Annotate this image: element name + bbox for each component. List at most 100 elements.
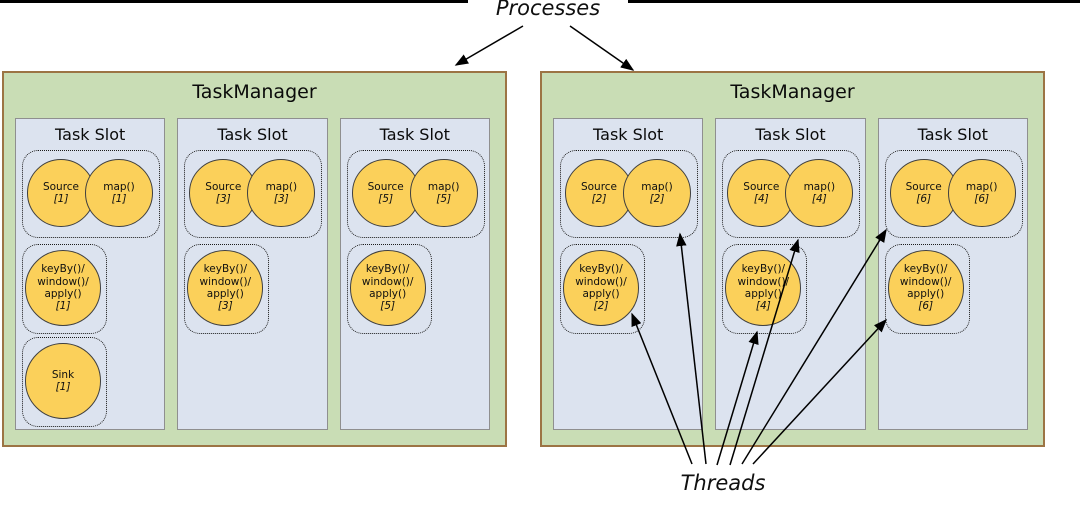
- threads-label: Threads: [680, 471, 766, 495]
- task-label: Source: [205, 180, 242, 193]
- task-slot-title: Task Slot: [755, 125, 826, 144]
- task-parallel-index: [1]: [55, 300, 71, 313]
- task-label: apply(): [582, 288, 620, 300]
- task-parallel-index: [6]: [918, 300, 934, 313]
- task-label: Source: [42, 180, 80, 193]
- processes-label: Processes: [468, 0, 628, 20]
- keyby-window-apply-task-circle: keyBy()/ window()/ apply() [1]: [25, 250, 101, 326]
- task-label: window()/: [899, 275, 952, 288]
- taskmanager-right: TaskManager Task Slot Source [2] map() […: [540, 71, 1045, 447]
- sink-task-circle: Sink [1]: [25, 343, 101, 419]
- source-map-group: Source [5] map() [5]: [346, 150, 485, 238]
- taskmanager-left: TaskManager Task Slot Source [1] map() […: [2, 71, 507, 447]
- task-label: keyBy()/: [365, 263, 410, 276]
- keyby-group: keyBy()/ window()/ apply() [5]: [346, 244, 432, 334]
- source-map-group: Source [6] map() [6]: [884, 150, 1023, 238]
- task-label: map(): [803, 180, 836, 193]
- processes-arrow-left: [454, 25, 524, 66]
- task-label: window()/: [361, 275, 414, 288]
- task-parallel-index: [4]: [811, 193, 827, 205]
- task-label: map(): [641, 180, 673, 193]
- task-slot: Task Slot Source [6] map() [6] keyBy()/ …: [877, 118, 1028, 430]
- task-parallel-index: [3]: [217, 300, 233, 313]
- task-parallel-index: [3]: [273, 193, 289, 205]
- source-map-group: Source [4] map() [4]: [722, 150, 861, 238]
- task-label: apply(): [44, 288, 82, 300]
- task-parallel-index: [5]: [436, 193, 452, 205]
- keyby-group: keyBy()/ window()/ apply() [6]: [884, 244, 970, 334]
- task-slot-title: Task Slot: [217, 125, 288, 144]
- task-label: keyBy()/: [41, 263, 85, 276]
- task-parallel-index: [4]: [753, 193, 769, 205]
- task-label: window()/: [199, 275, 252, 288]
- task-label: window()/: [575, 275, 627, 288]
- keyby-window-apply-task-circle: keyBy()/ window()/ apply() [2]: [563, 250, 639, 326]
- task-parallel-index: [4]: [755, 300, 771, 313]
- map-task-circle: map() [5]: [409, 159, 478, 227]
- source-map-group: Source [3] map() [3]: [184, 150, 323, 238]
- task-parallel-index: [6]: [974, 193, 990, 205]
- task-label: apply(): [206, 288, 244, 300]
- task-slot: Task Slot Source [4] map() [4] keyBy()/ …: [715, 118, 866, 430]
- task-parallel-index: [1]: [55, 381, 71, 393]
- task-label: keyBy()/: [203, 263, 248, 276]
- task-label: map(): [103, 180, 135, 193]
- task-slot: Task Slot Source [1] map() [1] keyBy()/ …: [15, 118, 166, 430]
- sink-group: Sink [1]: [22, 337, 107, 427]
- task-slot-title: Task Slot: [379, 125, 450, 144]
- task-parallel-index: [1]: [53, 193, 69, 205]
- task-parallel-index: [1]: [111, 193, 127, 205]
- task-label: keyBy()/: [741, 263, 786, 276]
- keyby-group: keyBy()/ window()/ apply() [1]: [22, 244, 107, 334]
- source-map-group: Source [1] map() [1]: [22, 150, 160, 238]
- task-label: apply(): [369, 288, 407, 300]
- task-parallel-index: [2]: [593, 300, 609, 313]
- task-label: Source: [743, 180, 780, 193]
- keyby-window-apply-task-circle: keyBy()/ window()/ apply() [3]: [187, 250, 264, 326]
- task-label: apply(): [907, 288, 945, 300]
- task-label: apply(): [744, 288, 782, 300]
- task-label: keyBy()/: [903, 263, 948, 276]
- task-slot: Task Slot Source [2] map() [2] keyBy()/ …: [553, 118, 704, 430]
- task-parallel-index: [5]: [380, 300, 396, 313]
- source-task-circle: Source [6]: [889, 159, 958, 227]
- source-task-circle: Source [3]: [189, 159, 258, 227]
- task-slots-row: Task Slot Source [1] map() [1] keyBy()/ …: [15, 118, 490, 430]
- task-label: map(): [965, 180, 998, 193]
- task-slot: Task Slot Source [3] map() [3] keyBy()/ …: [177, 118, 328, 430]
- task-slot-title: Task Slot: [593, 125, 664, 144]
- task-label: Source: [367, 180, 404, 193]
- task-label: window()/: [37, 275, 89, 288]
- map-task-circle: map() [1]: [85, 159, 153, 227]
- task-slot-title: Task Slot: [55, 125, 126, 144]
- task-label: Sink: [51, 368, 75, 381]
- task-label: window()/: [737, 275, 790, 288]
- task-parallel-index: [3]: [215, 193, 231, 205]
- taskmanager-title: TaskManager: [730, 81, 855, 103]
- keyby-window-apply-task-circle: keyBy()/ window()/ apply() [4]: [725, 250, 802, 326]
- source-task-circle: Source [5]: [351, 159, 420, 227]
- keyby-window-apply-task-circle: keyBy()/ window()/ apply() [5]: [349, 250, 426, 326]
- taskmanager-title: TaskManager: [192, 81, 317, 103]
- source-task-circle: Source [2]: [565, 159, 633, 227]
- task-parallel-index: [5]: [378, 193, 394, 205]
- keyby-window-apply-task-circle: keyBy()/ window()/ apply() [6]: [887, 250, 964, 326]
- task-label: map(): [427, 180, 460, 193]
- keyby-group: keyBy()/ window()/ apply() [2]: [560, 244, 645, 334]
- task-slots-row: Task Slot Source [2] map() [2] keyBy()/ …: [553, 118, 1028, 430]
- task-parallel-index: [2]: [649, 193, 665, 205]
- task-label: keyBy()/: [579, 263, 623, 276]
- task-parallel-index: [2]: [591, 193, 607, 205]
- task-slot-title: Task Slot: [917, 125, 988, 144]
- keyby-group: keyBy()/ window()/ apply() [4]: [722, 244, 808, 334]
- processes-arrow-right: [569, 25, 635, 71]
- task-parallel-index: [6]: [916, 193, 932, 205]
- source-task-circle: Source [4]: [727, 159, 796, 227]
- task-label: Source: [580, 180, 618, 193]
- map-task-circle: map() [2]: [623, 159, 691, 227]
- task-label: map(): [265, 180, 298, 193]
- map-task-circle: map() [4]: [785, 159, 854, 227]
- source-task-circle: Source [1]: [27, 159, 95, 227]
- task-slot: Task Slot Source [5] map() [5] keyBy()/ …: [339, 118, 490, 430]
- map-task-circle: map() [3]: [247, 159, 316, 227]
